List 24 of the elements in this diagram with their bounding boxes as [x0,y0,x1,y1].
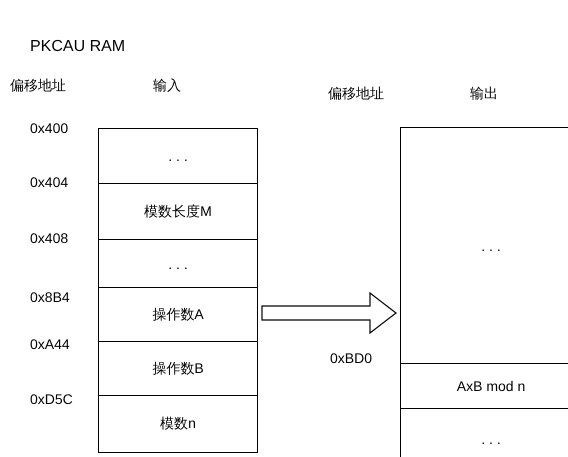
cell-text: 操作数A [152,306,204,324]
cell-text: . . . [481,430,501,446]
offset-address: 0x404 [30,174,68,190]
cell-text: 模数长度M [144,202,212,220]
block-arrow [261,292,397,334]
column-header: 偏移地址 [328,85,384,103]
column-header: 输入 [153,77,181,95]
offset-address: 0xD5C [30,391,73,407]
cell-text: 模数n [160,415,196,433]
offset-address: 0xA44 [30,336,70,352]
cell-text: . . . [481,238,501,254]
cell-text: AxB mod n [456,378,526,394]
memory-table [98,128,258,453]
memory-table [400,127,568,457]
title: PKCAU RAM [30,38,126,56]
offset-address: 0xBD0 [330,350,372,366]
cell-text: . . . [168,148,188,164]
offset-address: 0x408 [30,230,68,246]
offset-address: 0x400 [30,120,68,136]
column-header: 偏移地址 [10,77,66,95]
column-header: 输出 [470,85,498,103]
cell-text: . . . [168,256,188,272]
cell-text: 操作数B [152,360,204,378]
offset-address: 0x8B4 [30,289,70,305]
